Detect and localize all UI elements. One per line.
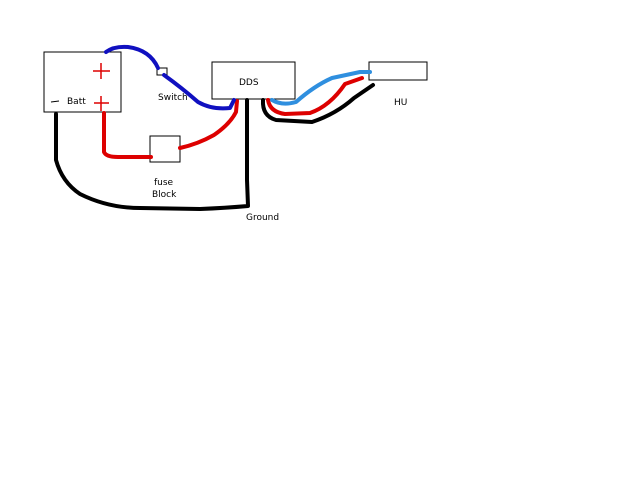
- fuse-block: fuse Block: [149, 135, 181, 200]
- switch-label: Switch: [158, 93, 188, 103]
- fuse-block-box: [149, 135, 181, 163]
- hu-box: [368, 61, 428, 81]
- ground-wire-battery: [54, 98, 250, 211]
- battery-label: Batt: [67, 97, 86, 107]
- battery-positive-symbol: [93, 63, 110, 79]
- signal-wire-dds-hu: [270, 70, 372, 106]
- battery-positive-terminal-symbol: [94, 96, 109, 111]
- fuse-label-line2: Block: [152, 190, 177, 200]
- dds-box: [211, 61, 296, 100]
- wires: [54, 44, 375, 211]
- power-wire-battery-fuse: [102, 111, 153, 159]
- battery-negative-symbol: [50, 100, 60, 103]
- battery-box: [43, 51, 122, 113]
- power-wire-dds-hu: [266, 76, 364, 116]
- power-wire-fuse-dds: [178, 99, 239, 150]
- ground-label: Ground: [246, 213, 279, 223]
- battery: Batt: [43, 51, 122, 113]
- dds-unit: DDS: [211, 61, 296, 100]
- switch-wire-switch-dds: [162, 73, 236, 111]
- hu-label: HU: [394, 98, 407, 108]
- dds-label: DDS: [239, 78, 259, 88]
- ground-wire-dds-hu: [260, 83, 375, 124]
- fuse-label-line1: fuse: [154, 178, 174, 188]
- switch-wire-battery-switch: [104, 44, 160, 70]
